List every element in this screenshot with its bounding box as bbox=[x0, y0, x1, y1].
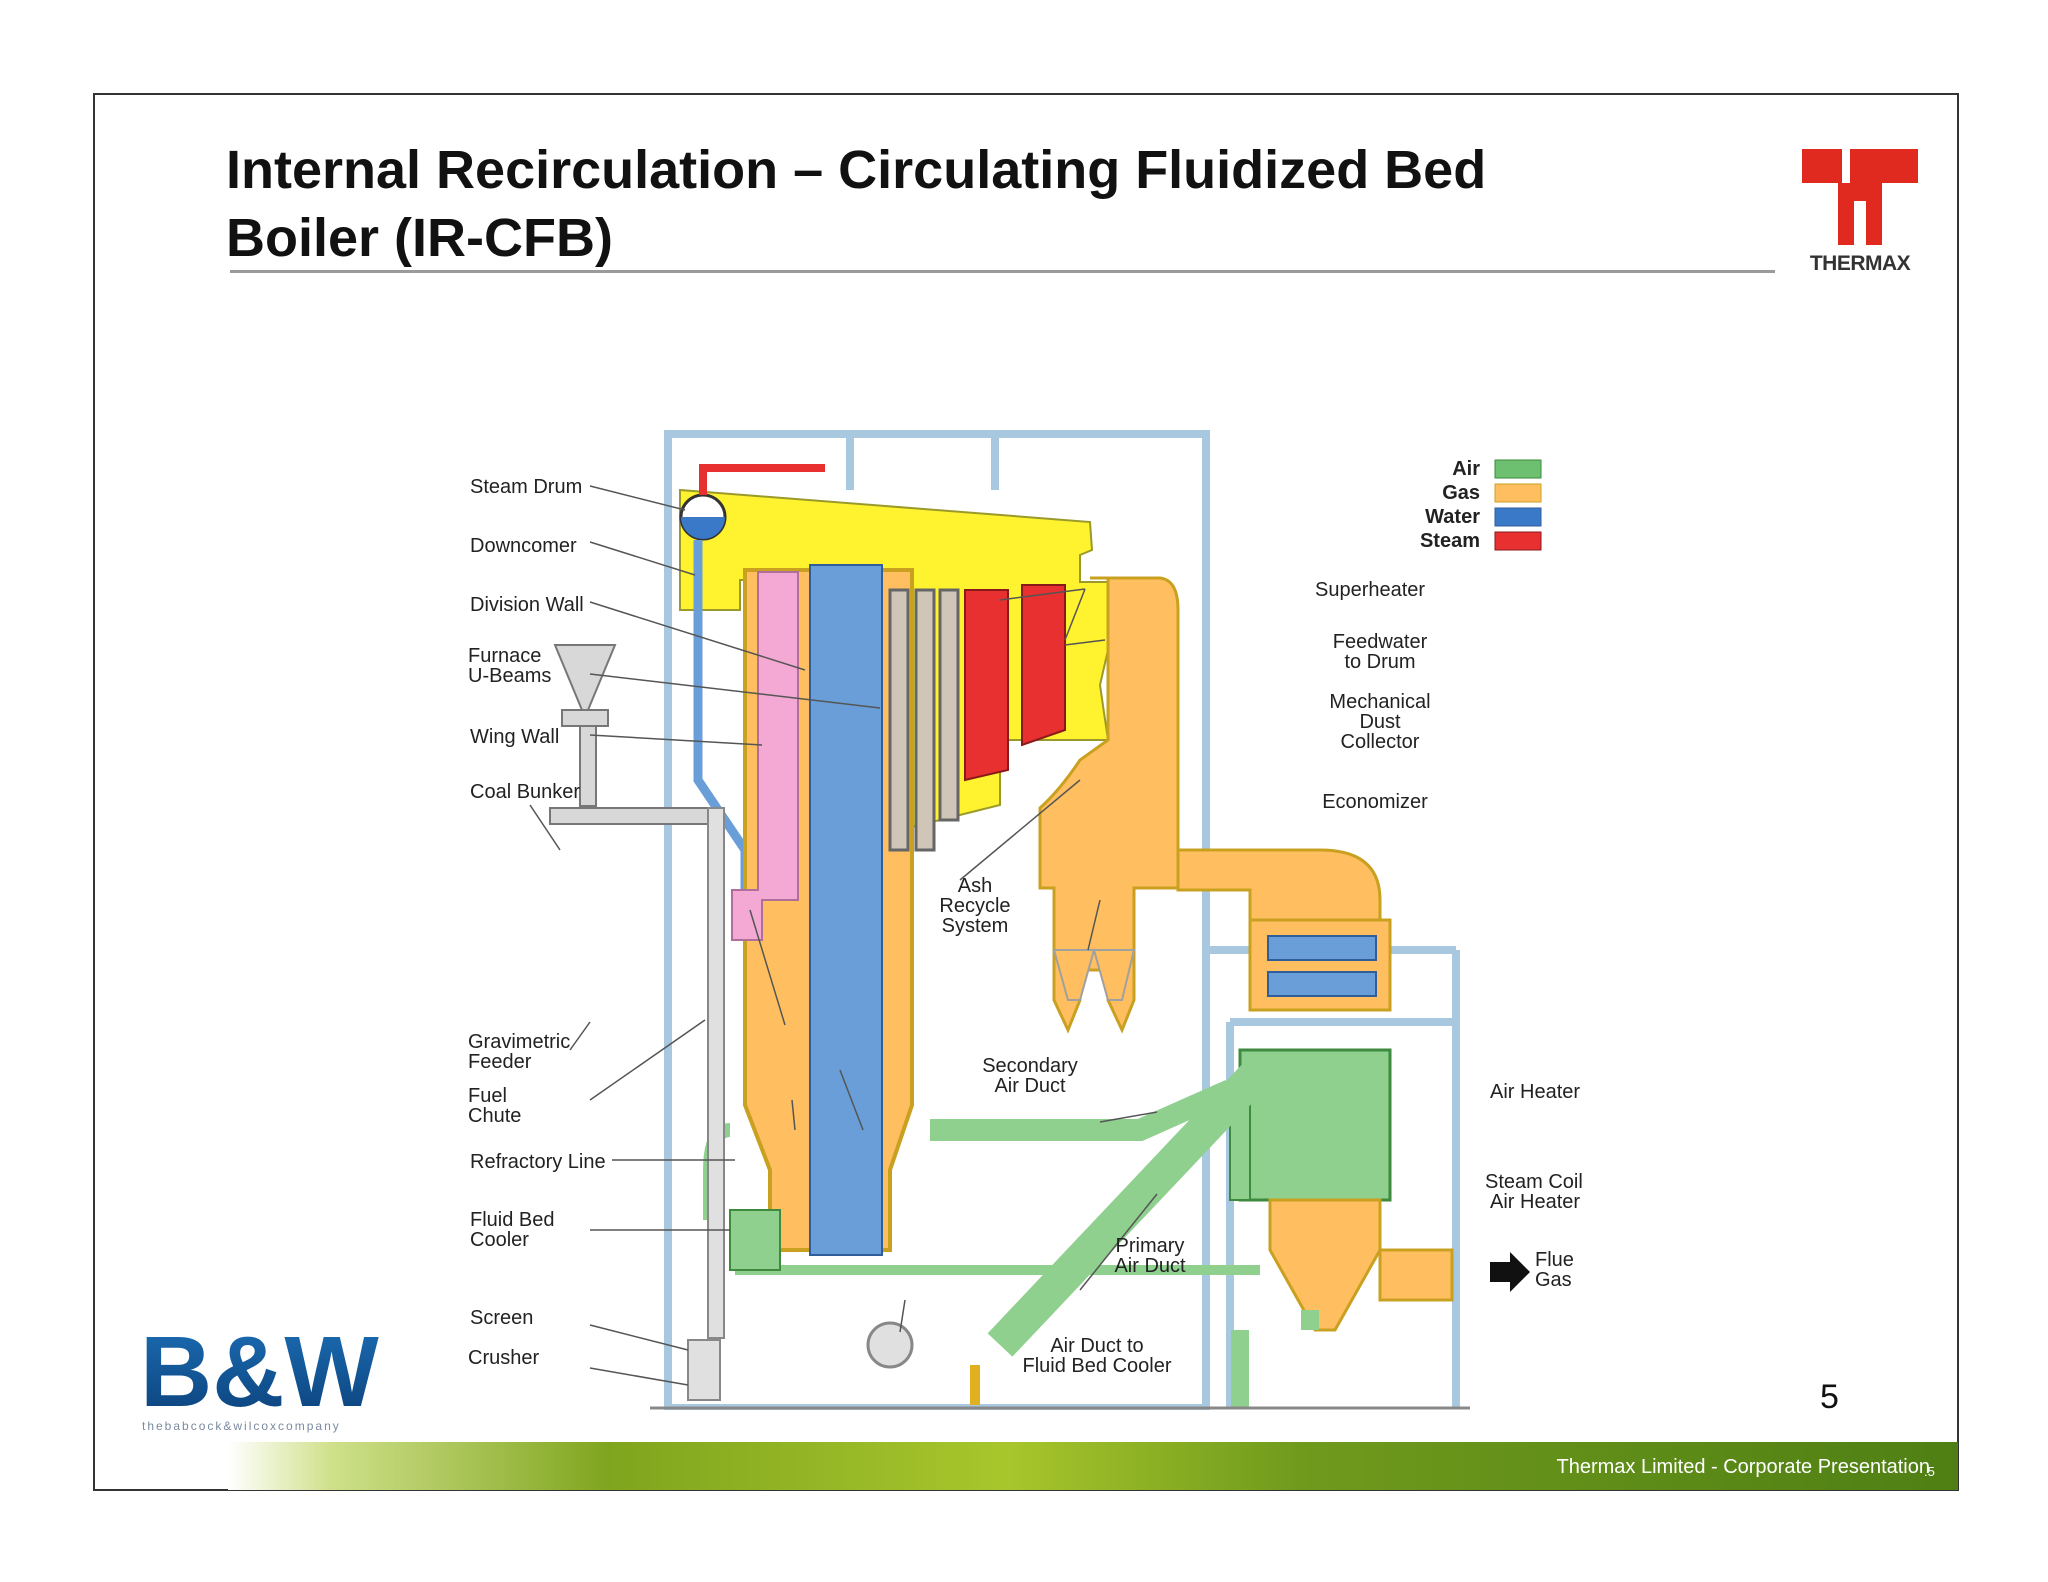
label-air-heater: Air Heater bbox=[1490, 1081, 1580, 1103]
label-airduct-1: Air Duct to bbox=[1050, 1335, 1143, 1357]
secondary-air-duct bbox=[930, 1079, 1235, 1141]
division-wall bbox=[809, 564, 883, 1256]
label-fuel-1: Fuel bbox=[468, 1085, 507, 1107]
thermax-wordmark: THERMAX bbox=[1809, 252, 1911, 275]
label-mech-1: Mechanical bbox=[1329, 691, 1430, 713]
label-flue-2: Gas bbox=[1535, 1269, 1572, 1291]
label-airduct-2: Fluid Bed Cooler bbox=[1023, 1355, 1172, 1377]
label-fluid-bed-1: Fluid Bed bbox=[470, 1209, 555, 1231]
label-downcomer: Downcomer bbox=[470, 535, 577, 557]
legend: Air Gas Water Steam bbox=[1420, 458, 1542, 552]
label-steam-coil-1: Steam Coil bbox=[1485, 1171, 1583, 1193]
primary-air-duct bbox=[987, 1058, 1273, 1357]
slide-frame bbox=[93, 93, 1959, 1491]
label-steam-coil-2: Air Heater bbox=[1490, 1191, 1580, 1213]
superheater-1 bbox=[964, 589, 1009, 782]
label-ash-3: System bbox=[942, 915, 1009, 937]
bw-wordmark: B&W bbox=[140, 1322, 379, 1417]
flue-gas-duct bbox=[1378, 1248, 1454, 1302]
legend-air-label: Air bbox=[1452, 458, 1480, 480]
label-ash-2: Recycle bbox=[939, 895, 1010, 917]
label-mech-2: Dust bbox=[1359, 711, 1401, 733]
coal-bunker bbox=[549, 644, 725, 1401]
footer-bar bbox=[228, 1442, 1958, 1490]
title-underline bbox=[230, 270, 1775, 273]
crusher-icon bbox=[866, 1321, 914, 1369]
footer-text: Thermax Limited - Corporate Presentation bbox=[1556, 1456, 1931, 1478]
title-line-2: Boiler (IR-CFB) bbox=[226, 208, 613, 268]
legend-steam-swatch bbox=[1494, 531, 1542, 551]
bw-tagline: thebabcock&wilcoxcompany bbox=[142, 1419, 341, 1433]
label-primary-1: Primary bbox=[1116, 1235, 1185, 1257]
furnace-u-beams bbox=[888, 588, 960, 852]
superheater-2 bbox=[1021, 584, 1066, 747]
label-ash-1: Ash bbox=[958, 875, 992, 897]
label-furnace-1: Furnace bbox=[468, 645, 541, 667]
footer-page: .5 bbox=[1924, 1464, 1935, 1479]
label-gravimetric-1: Gravimetric bbox=[468, 1031, 570, 1053]
wing-wall bbox=[731, 571, 799, 941]
label-coal-bunker: Coal Bunker bbox=[470, 781, 580, 803]
title-line-1: Internal Recirculation – Circulating Flu… bbox=[226, 140, 1487, 200]
legend-gas-swatch bbox=[1494, 483, 1542, 503]
label-feedwater-1: Feedwater bbox=[1333, 631, 1428, 653]
label-furnace-2: U-Beams bbox=[468, 665, 551, 687]
flue-gas-arrow-icon bbox=[1490, 1252, 1530, 1292]
label-steam-drum: Steam Drum bbox=[470, 476, 582, 498]
label-primary-2: Air Duct bbox=[1114, 1255, 1186, 1277]
label-division-wall: Division Wall bbox=[470, 594, 584, 616]
label-secondary-1: Secondary bbox=[982, 1055, 1078, 1077]
legend-gas-label: Gas bbox=[1442, 482, 1480, 504]
legend-water-swatch bbox=[1494, 507, 1542, 527]
thermax-logo-icon bbox=[1802, 149, 1918, 245]
fluid-bed-cooler bbox=[729, 1209, 781, 1271]
label-screen: Screen bbox=[470, 1307, 533, 1329]
label-wing-wall: Wing Wall bbox=[470, 726, 559, 748]
label-flue-1: Flue bbox=[1535, 1249, 1574, 1271]
hopper-right bbox=[1092, 949, 1136, 1001]
air-heater-hopper bbox=[1268, 1198, 1382, 1332]
steam-outlet-pipe bbox=[699, 464, 825, 495]
label-feedwater-2: to Drum bbox=[1344, 651, 1415, 673]
page-number: 5 bbox=[1820, 1378, 1839, 1416]
label-refractory-line: Refractory Line bbox=[470, 1151, 606, 1173]
person-icon bbox=[970, 1365, 980, 1405]
legend-water-label: Water bbox=[1425, 506, 1480, 528]
legend-air-swatch bbox=[1494, 459, 1542, 479]
label-economizer: Economizer bbox=[1322, 791, 1428, 813]
boiler-diagram: Air Gas Water Steam Steam Drum Downcomer… bbox=[468, 430, 1583, 1410]
label-gravimetric-2: Feeder bbox=[468, 1051, 532, 1073]
hopper-left bbox=[1052, 949, 1096, 1001]
label-mech-3: Collector bbox=[1341, 731, 1420, 753]
label-crusher: Crusher bbox=[468, 1347, 539, 1369]
slide-title: Internal Recirculation – Circulating Flu… bbox=[226, 136, 1626, 272]
legend-steam-label: Steam bbox=[1420, 530, 1480, 552]
label-fuel-2: Chute bbox=[468, 1105, 521, 1127]
label-secondary-2: Air Duct bbox=[994, 1075, 1066, 1097]
label-superheater: Superheater bbox=[1315, 579, 1425, 601]
air-heater-return bbox=[1231, 1310, 1319, 1408]
leader-lines bbox=[529, 485, 1158, 1386]
bw-logo-icon: B&W bbox=[140, 1322, 379, 1417]
label-fluid-bed-2: Cooler bbox=[470, 1229, 529, 1251]
